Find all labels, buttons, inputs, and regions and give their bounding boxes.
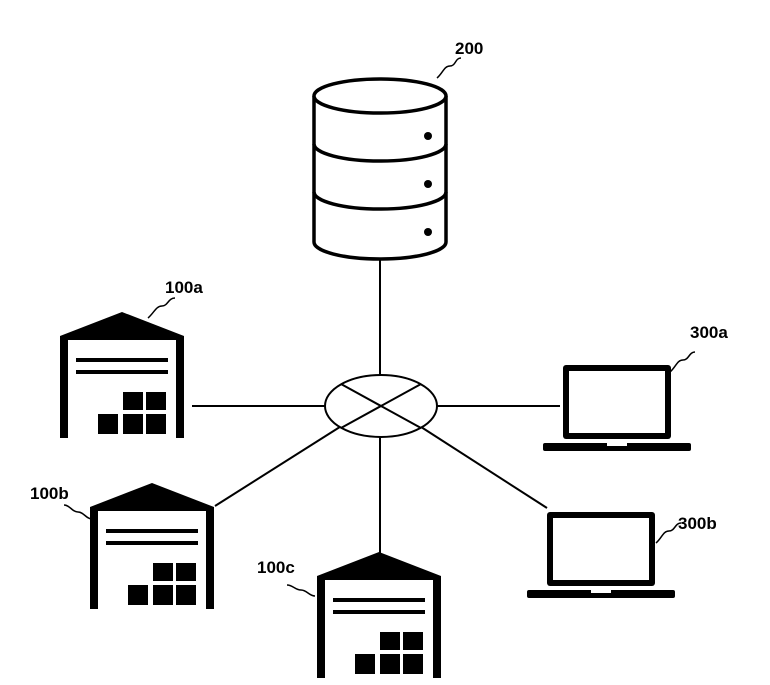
network-hub-icon	[325, 375, 437, 437]
label-100b: 100b	[30, 484, 69, 503]
link-hub-100b	[215, 425, 343, 506]
link-hub-300b	[418, 425, 547, 508]
warehouse-icon-100a	[60, 312, 184, 438]
label-300b: 300b	[678, 514, 717, 533]
database-icon	[314, 79, 446, 259]
laptop-icon-300b	[527, 512, 675, 598]
warehouse-icon-100b	[90, 483, 214, 609]
label-100a: 100a	[165, 278, 203, 297]
label-300a: 300a	[690, 323, 728, 342]
warehouse-icon-100c	[317, 552, 441, 678]
laptop-icon-300a	[543, 365, 691, 451]
label-100c: 100c	[257, 558, 295, 577]
label-200: 200	[455, 39, 483, 58]
